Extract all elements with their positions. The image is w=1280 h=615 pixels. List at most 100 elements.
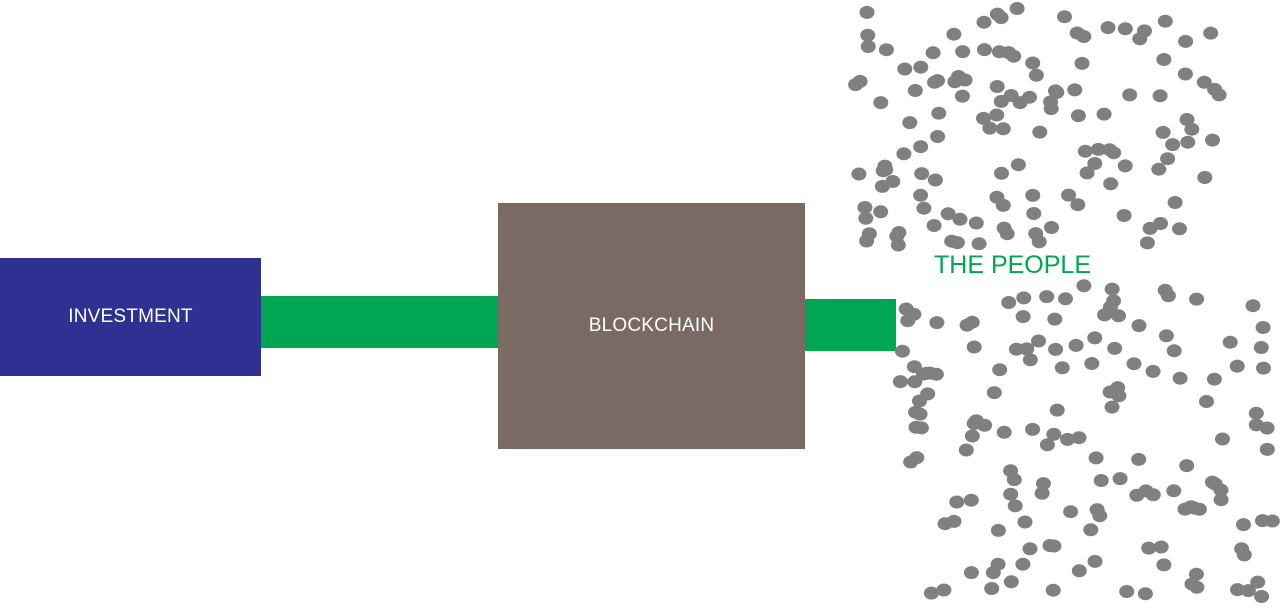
- person-dot: [963, 493, 979, 507]
- person-dot: [1034, 486, 1050, 500]
- person-dot: [1189, 292, 1205, 306]
- person-dot: [995, 198, 1011, 212]
- person-dot: [1112, 472, 1128, 486]
- person-dot: [931, 106, 947, 120]
- person-dot: [1253, 341, 1269, 354]
- person-dot: [877, 159, 893, 173]
- person-dot: [976, 15, 992, 29]
- person-dot: [1187, 501, 1202, 515]
- person-dot: [1166, 484, 1182, 498]
- person-dot: [982, 121, 998, 135]
- person-dot: [1090, 142, 1106, 156]
- person-dot: [895, 344, 910, 358]
- person-dot: [1236, 518, 1251, 532]
- person-dot: [992, 363, 1008, 377]
- person-dot: [1087, 157, 1103, 170]
- person-dot: [860, 28, 876, 42]
- person-dot: [1076, 30, 1092, 43]
- person-dot: [1074, 56, 1090, 70]
- person-dot: [1070, 109, 1086, 123]
- person-dot: [1061, 188, 1077, 202]
- person-dot: [907, 84, 923, 97]
- person-dot: [1102, 143, 1117, 157]
- person-dot: [1156, 558, 1172, 572]
- blockchain-label: BLOCKCHAIN: [588, 315, 715, 336]
- person-dot: [1254, 590, 1270, 603]
- person-dot: [1057, 10, 1072, 24]
- person-dot: [994, 166, 1009, 180]
- person-dot: [1264, 514, 1280, 528]
- person-dot: [1131, 452, 1147, 466]
- person-dot: [1248, 406, 1264, 420]
- person-dot: [1204, 475, 1220, 489]
- person-dot: [873, 205, 889, 219]
- person-dot: [1007, 499, 1023, 513]
- person-dot: [908, 405, 924, 419]
- person-dot: [1046, 427, 1062, 441]
- person-dot: [1180, 135, 1196, 149]
- person-dot: [990, 523, 1006, 537]
- person-dot: [1096, 107, 1112, 121]
- person-dot: [954, 89, 970, 103]
- person-dot: [1015, 310, 1031, 324]
- person-dot: [1015, 557, 1031, 571]
- person-dot: [929, 316, 945, 330]
- person-dot: [966, 417, 982, 430]
- person-dot: [964, 315, 980, 329]
- person-dot: [1012, 96, 1028, 110]
- person-dot: [1155, 125, 1171, 139]
- person-dot: [1001, 296, 1017, 309]
- person-dot: [1236, 548, 1252, 562]
- person-dot: [898, 302, 914, 316]
- person-dot: [949, 495, 965, 509]
- person-dot: [1006, 473, 1022, 487]
- person-dot: [912, 394, 927, 408]
- person-dot: [1017, 515, 1033, 529]
- person-dot: [889, 229, 905, 243]
- person-dot: [1197, 171, 1213, 184]
- person-dot: [1028, 68, 1044, 82]
- blockchain-to-people-connector: [805, 299, 896, 351]
- person-dot: [955, 45, 971, 59]
- person-dot: [1076, 279, 1092, 293]
- person-dot: [916, 201, 932, 215]
- person-dot: [976, 111, 991, 125]
- person-dot: [878, 43, 894, 57]
- person-dot: [1093, 474, 1109, 487]
- person-dot: [1259, 421, 1275, 435]
- person-dot: [1222, 335, 1238, 349]
- person-dot: [1199, 395, 1214, 408]
- person-dot: [1259, 442, 1275, 456]
- person-dot: [995, 122, 1011, 136]
- person-dot: [1010, 158, 1026, 172]
- person-dot: [874, 179, 890, 193]
- person-dot: [1166, 344, 1182, 358]
- person-dot: [913, 140, 929, 154]
- person-dot: [1172, 222, 1187, 236]
- person-dot: [1077, 144, 1093, 158]
- person-dot: [1184, 122, 1200, 136]
- person-dot: [1116, 209, 1132, 222]
- investment-box: INVESTMENT: [0, 258, 261, 376]
- person-dot: [977, 43, 992, 57]
- person-dot: [1229, 359, 1245, 373]
- person-dot: [914, 167, 930, 181]
- person-dot: [1025, 56, 1041, 70]
- person-dot: [1178, 34, 1194, 48]
- person-dot: [1048, 84, 1063, 98]
- person-dot: [963, 566, 979, 580]
- person-dot: [1100, 21, 1116, 35]
- person-dot: [1203, 26, 1219, 40]
- person-dot: [1070, 198, 1086, 212]
- person-dot: [964, 429, 980, 443]
- person-dot: [1177, 67, 1193, 81]
- person-dot: [1206, 372, 1222, 386]
- person-dot: [1083, 523, 1099, 537]
- person-dot: [892, 375, 908, 389]
- person-dot: [989, 80, 1005, 93]
- person-dot: [925, 46, 941, 60]
- person-dot: [1213, 493, 1229, 507]
- person-dot: [848, 78, 864, 92]
- person-dot: [903, 455, 919, 469]
- person-dot: [1048, 342, 1064, 356]
